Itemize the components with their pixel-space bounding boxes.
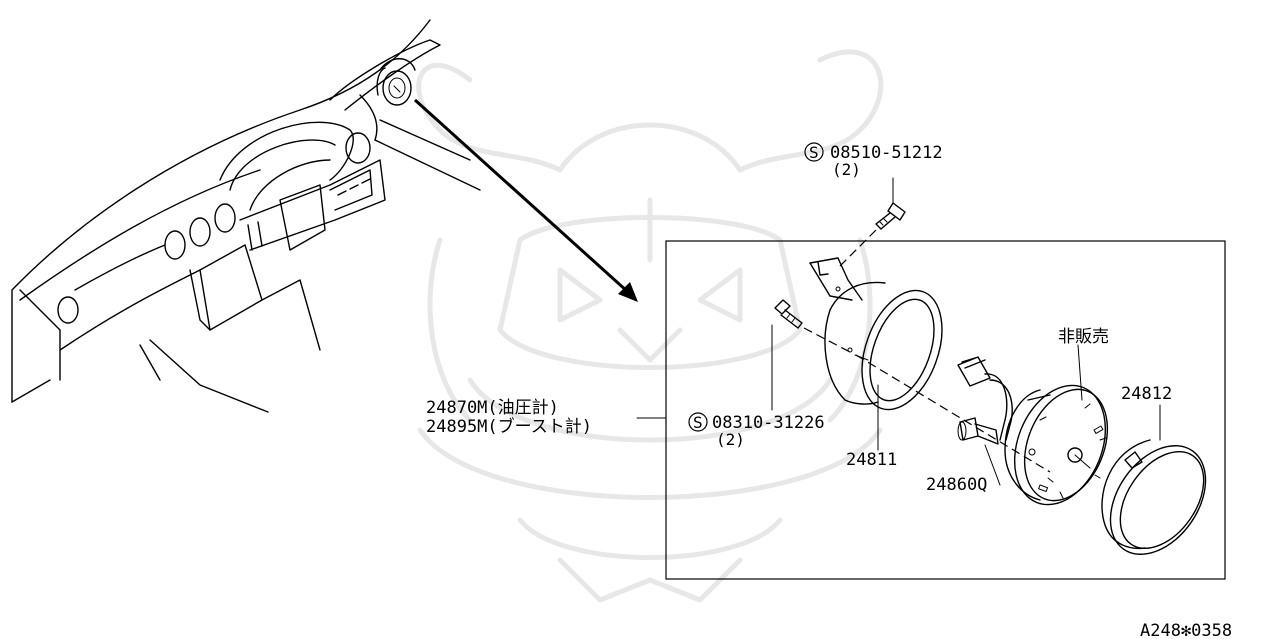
screw-symbol-bottom: S [693, 413, 703, 432]
gauge-boost-label: 24895M(ブースト計) [426, 416, 592, 437]
screw-bottom-code: 08310-31226 [712, 413, 825, 433]
gauge-oil-pressure-label: 24870M(油圧計) [426, 398, 559, 418]
screw-bottom-qty: (2) [716, 430, 745, 449]
bezel-ring-label: 24812 [1121, 384, 1172, 404]
top-screw [837, 202, 906, 269]
housing-label: 24811 [846, 450, 897, 470]
diagram-ref-label: A248✻0358 [1140, 621, 1232, 639]
not-for-sale-label: 非販売 [1058, 327, 1109, 347]
bezel-ring [1101, 439, 1207, 555]
screw-top-label: S 08510-51212 (2) [804, 142, 943, 179]
assembly-axis [855, 354, 1051, 473]
mounting-bracket [809, 257, 863, 301]
leader-lines [636, 177, 1161, 486]
screw-symbol-icon [804, 142, 824, 162]
watermark-emblem [416, 49, 884, 603]
detail-arrow [413, 98, 638, 302]
gauge-housing [824, 281, 943, 411]
side-screw [774, 299, 851, 353]
screw-symbol-top: S [809, 143, 819, 162]
wire-connector [957, 356, 1013, 441]
screw-symbol-icon [688, 412, 708, 432]
screw-bottom-label: S 08310-31226 (2) [688, 412, 825, 449]
screw-top-qty: (2) [832, 160, 861, 179]
dashboard-illustration [11, 19, 481, 413]
bulb-socket [957, 417, 999, 445]
screw-top-code: 08510-51212 [830, 143, 943, 163]
bulb-socket-label: 24860Q [926, 475, 987, 495]
gauge-meter [1004, 384, 1109, 506]
detail-frame [665, 240, 1226, 580]
